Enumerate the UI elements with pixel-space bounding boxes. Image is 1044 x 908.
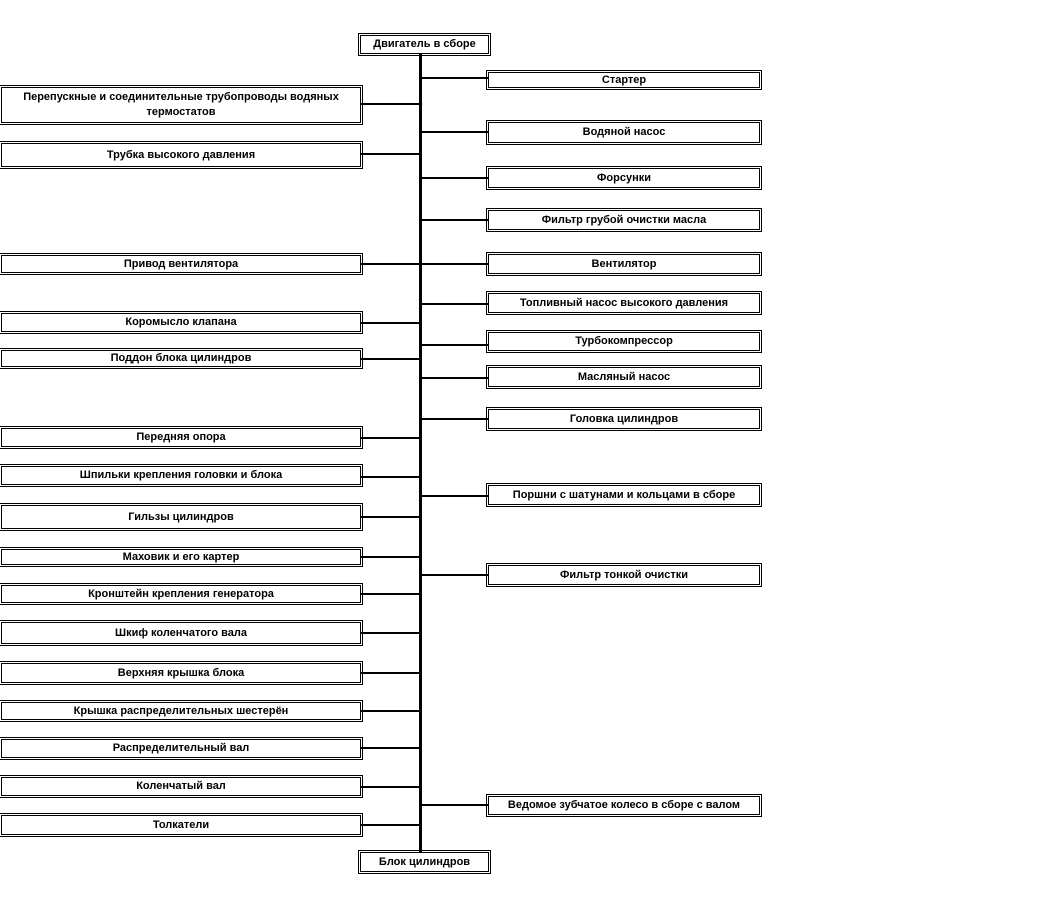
left-component-label: Маховик и его картер <box>122 550 240 563</box>
right-connector-line <box>422 131 488 133</box>
right-connector-line <box>422 219 488 221</box>
left-component-box: Трубка высокого давления <box>0 141 363 169</box>
left-connector-line <box>361 824 419 826</box>
left-connector-line <box>361 556 419 558</box>
left-component-box: Коленчатый вал <box>0 775 363 798</box>
right-component-label: Головка цилиндров <box>569 412 679 425</box>
left-connector-line <box>361 263 419 265</box>
right-component-label: Поршни с шатунами и кольцами в сборе <box>512 488 736 501</box>
left-component-box: Верхняя крышка блока <box>0 661 363 685</box>
left-component-label: Коромысло клапана <box>125 316 237 328</box>
right-component-label: Ведомое зубчатое колесо в сборе с валом <box>507 799 741 811</box>
right-component-label: Форсунки <box>597 171 651 184</box>
left-component-label: Трубка высокого давления <box>106 148 256 161</box>
right-component-box: Стартер <box>486 70 762 90</box>
left-component-label: Верхняя крышка блока <box>117 666 245 679</box>
left-component-label: Перепускные и соединительные трубопровод… <box>23 91 339 118</box>
right-component-label: Масляный насос <box>577 370 671 383</box>
right-connector-line <box>422 77 488 79</box>
right-component-box: Головка цилиндров <box>486 407 762 431</box>
left-component-label: Шпильки крепления головки и блока <box>79 469 283 481</box>
right-connector-line <box>422 263 488 265</box>
left-component-box: Распределительный вал <box>0 737 363 760</box>
left-connector-line <box>361 747 419 749</box>
left-connector-line <box>361 476 419 478</box>
right-component-label: Фильтр тонкой очистки <box>560 568 688 581</box>
left-connector-line <box>361 632 419 634</box>
right-component-label: Вентилятор <box>591 257 657 270</box>
left-component-box: Перепускные и соединительные трубопровод… <box>0 85 363 125</box>
left-component-label: Передняя опора <box>136 431 226 443</box>
right-connector-line <box>422 418 488 420</box>
right-connector-line <box>422 177 488 179</box>
left-connector-line <box>361 103 419 105</box>
left-connector-line <box>361 786 419 788</box>
left-component-label: Шкиф коленчатого вала <box>115 626 247 639</box>
right-connector-line <box>422 804 488 806</box>
right-connector-line <box>422 344 488 346</box>
left-connector-line <box>361 672 419 674</box>
left-connector-line <box>361 516 419 518</box>
main-spine-line <box>419 54 422 852</box>
left-component-label: Распределительный вал <box>112 742 250 754</box>
right-component-box: Масляный насос <box>486 365 762 389</box>
left-component-box: Кронштейн крепления генератора <box>0 583 363 605</box>
left-component-box: Поддон блока цилиндров <box>0 348 363 369</box>
left-connector-line <box>361 358 419 360</box>
left-component-box: Крышка распределительных шестерён <box>0 700 363 722</box>
right-component-label: Водяной насос <box>582 126 666 138</box>
right-component-box: Форсунки <box>486 166 762 190</box>
right-component-box: Вентилятор <box>486 252 762 276</box>
right-component-box: Топливный насос высокого давления <box>486 291 762 315</box>
left-component-label: Привод вентилятора <box>123 257 239 270</box>
left-component-box: Шкиф коленчатого вала <box>0 620 363 646</box>
left-connector-line <box>361 437 419 439</box>
top-assembly-label: Двигатель в сборе <box>373 38 476 50</box>
right-connector-line <box>422 495 488 497</box>
right-component-box: Фильтр тонкой очистки <box>486 563 762 587</box>
left-component-label: Крышка распределительных шестерён <box>73 704 289 717</box>
bottom-assembly-label: Блок цилиндров <box>378 855 471 868</box>
top-assembly-box: Двигатель в сборе <box>358 33 491 56</box>
left-component-box: Передняя опора <box>0 426 363 449</box>
left-connector-line <box>361 153 419 155</box>
right-component-box: Ведомое зубчатое колесо в сборе с валом <box>486 794 762 817</box>
right-component-box: Фильтр грубой очистки масла <box>486 208 762 232</box>
left-component-box: Шпильки крепления головки и блока <box>0 464 363 487</box>
left-component-label: Кронштейн крепления генератора <box>88 587 274 600</box>
left-component-box: Маховик и его картер <box>0 547 363 567</box>
left-component-label: Поддон блока цилиндров <box>110 352 252 364</box>
left-component-label: Толкатели <box>152 818 210 831</box>
right-component-box: Поршни с шатунами и кольцами в сборе <box>486 483 762 507</box>
left-component-label: Коленчатый вал <box>136 780 226 792</box>
right-component-box: Водяной насос <box>486 120 762 145</box>
right-component-label: Стартер <box>601 73 647 86</box>
right-connector-line <box>422 377 488 379</box>
right-connector-line <box>422 303 488 305</box>
right-component-label: Фильтр грубой очистки масла <box>541 213 707 226</box>
left-component-label: Гильзы цилиндров <box>128 510 234 523</box>
right-component-box: Турбокомпрессор <box>486 330 762 353</box>
left-component-box: Привод вентилятора <box>0 253 363 275</box>
right-component-label: Топливный насос высокого давления <box>519 296 729 309</box>
right-component-label: Турбокомпрессор <box>575 335 673 347</box>
left-component-box: Толкатели <box>0 813 363 837</box>
left-connector-line <box>361 593 419 595</box>
left-connector-line <box>361 322 419 324</box>
right-connector-line <box>422 574 488 576</box>
left-component-box: Гильзы цилиндров <box>0 503 363 531</box>
left-component-box: Коромысло клапана <box>0 311 363 334</box>
left-connector-line <box>361 710 419 712</box>
bottom-assembly-box: Блок цилиндров <box>358 850 491 874</box>
